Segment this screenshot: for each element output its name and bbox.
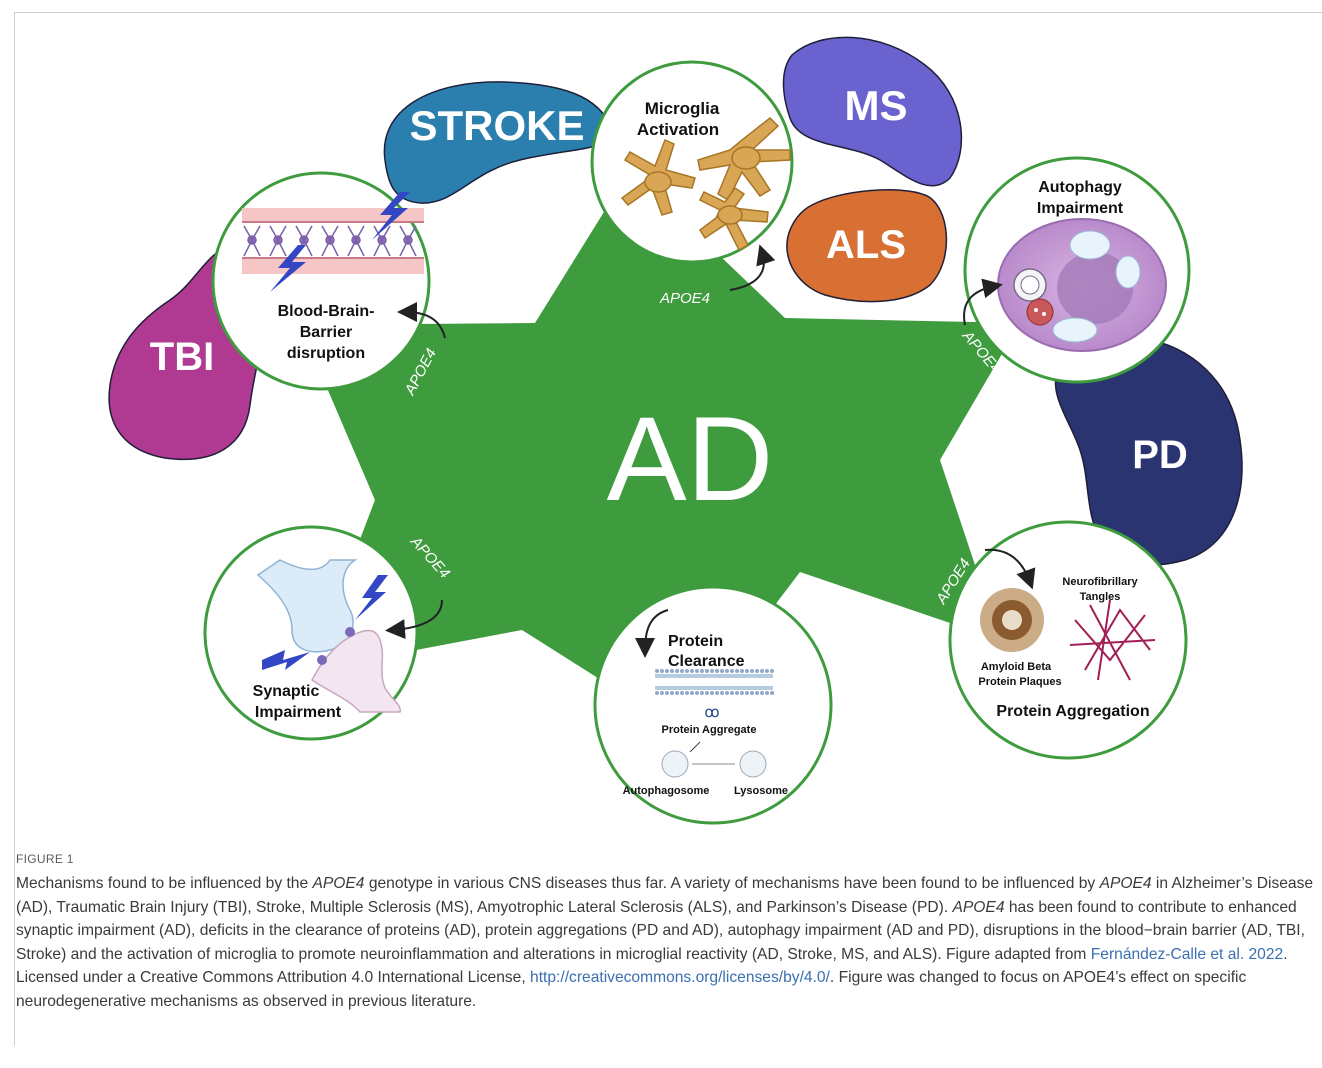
lysosome-label: Lysosome [734, 785, 788, 797]
figure-caption: Mechanisms found to be influenced by the… [16, 872, 1316, 1013]
autophagosome-icon [661, 750, 689, 778]
license-link[interactable]: http://creativecommons.org/licenses/by/4… [530, 969, 830, 986]
stroke-blob: STROKE [383, 81, 614, 204]
ad-label: AD [607, 392, 774, 526]
apoe4-label-microglia: APOE4 [659, 290, 710, 307]
figure-label: FIGURE 1 [16, 852, 74, 866]
caption-gene-1: APOE4 [312, 875, 365, 892]
tangles-label-2: Tangles [1080, 591, 1121, 603]
synapse-illustration [256, 559, 401, 713]
autophagy-impairment-node: Autophagy Impairment [963, 156, 1191, 384]
bbb-title-2: Barrier [300, 324, 352, 341]
caption-gene-2: APOE4 [1099, 875, 1152, 892]
protein-clearance-node: Protein Clearance ꝏ Protein Aggregate Au… [593, 585, 833, 825]
caption-text-6: . Figure was changed to focus on APOE4’s… [16, 969, 1247, 1010]
als-blob: ALS [786, 189, 948, 303]
aggregation-title: Protein Aggregation [996, 703, 1149, 720]
caption-gene-3: APOE4 [952, 898, 1005, 916]
reference-link[interactable]: Fernández-Calle et al. 2022 [1090, 945, 1284, 963]
pd-label: PD [1132, 433, 1188, 477]
autophagy-title-2: Impairment [1037, 200, 1124, 217]
protein-aggregation-node: Neurofibrillary Tangles Amyloid Beta Pro… [948, 520, 1188, 760]
apoe4-clearance: APOE4 [635, 593, 728, 658]
microglia-title-2: Activation [637, 120, 719, 139]
als-label: ALS [826, 223, 906, 267]
apoe4-label-clearance: APOE4 [677, 593, 728, 610]
clearance-title-2: Clearance [668, 653, 745, 670]
microglia-title-1: Microglia [645, 99, 720, 118]
synaptic-title-1: Synaptic [253, 683, 320, 700]
synaptic-impairment-node: Synaptic Impairment [203, 525, 419, 741]
membrane-illustration [655, 669, 774, 695]
caption-text-1: Mechanisms found to be influenced by the [16, 875, 313, 892]
autophagy-title-1: Autophagy [1038, 179, 1122, 196]
autophagy-cell-illustration [997, 218, 1167, 352]
amyloid-label-1: Amyloid Beta [981, 661, 1052, 673]
caption-text-3: in Alzheimer’s Disease (AD), Traumatic B… [16, 875, 1314, 916]
autophagosome-label: Autophagosome [623, 785, 710, 797]
clearance-title-1: Protein [668, 633, 723, 650]
caption-text-2: genotype in various CNS diseases thus fa… [364, 875, 1100, 892]
microglia-activation-node: Microglia Activation [590, 60, 794, 264]
clearance-aggregate-label: Protein Aggregate [662, 724, 757, 736]
amyloid-plaque-illustration [980, 588, 1044, 652]
apoe4-microglia: APOE4 [659, 244, 776, 307]
top-border [14, 12, 1322, 13]
bbb-title-3: disruption [287, 345, 365, 362]
amyloid-label-2: Protein Plaques [978, 676, 1061, 688]
tangles-label-1: Neurofibrillary [1062, 576, 1138, 588]
bbb-disruption-node: Blood-Brain- Barrier disruption [211, 171, 431, 391]
caption-text-5: . Licensed under a Creative Commons Attr… [16, 945, 1288, 987]
bbb-title-1: Blood-Brain- [278, 303, 375, 320]
bbb-vessel-illustration [242, 192, 424, 292]
caption-text-4: has been found to contribute to enhanced… [16, 898, 1305, 963]
ad-star: AD [300, 170, 1020, 730]
microglia-cells [620, 116, 791, 252]
figure-caption-block: FIGURE 1 Mechanisms found to be influenc… [16, 852, 1316, 1013]
clearance-aggregate-icon: ꝏ [704, 704, 719, 721]
ms-label: MS [845, 82, 908, 129]
lysosome-icon [739, 750, 767, 778]
left-border [14, 12, 15, 1046]
stroke-label: STROKE [409, 102, 584, 149]
apoe4-diagram: STROKE MS ALS TBI PD AD Microglia Activ [108, 36, 1243, 825]
synaptic-title-2: Impairment [255, 704, 342, 721]
tbi-label: TBI [150, 335, 214, 379]
ms-blob: MS [782, 36, 963, 187]
tangles-illustration [1069, 599, 1156, 681]
